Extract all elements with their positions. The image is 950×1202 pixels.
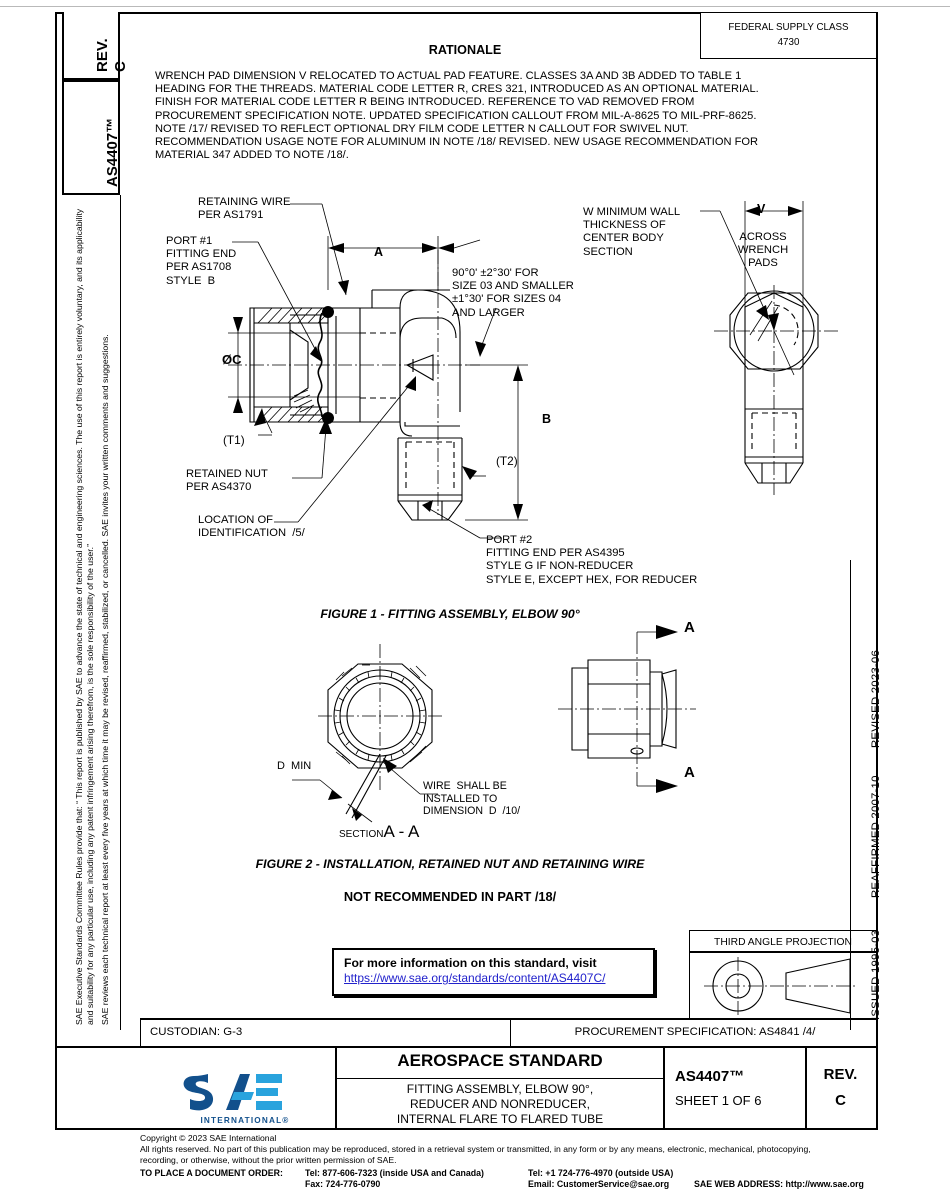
sae-logo: INTERNATIONAL® [180, 1070, 310, 1125]
title-block-sub-line [335, 1078, 663, 1079]
dimension-v-label: V [757, 202, 766, 216]
fsc-value: 4730 [777, 37, 800, 49]
figure1-wrench-pad-view [700, 201, 838, 495]
title-block-div2 [663, 1046, 665, 1128]
rationale-heading: RATIONALE [428, 43, 502, 57]
rev-box: REV. C [62, 12, 129, 80]
left-margin-divider [120, 195, 121, 1030]
rev-label: REV. [94, 38, 111, 72]
legal-paragraph-1: SAE Executive Standards Committee Rules … [74, 208, 95, 1025]
custodian-divider-line [510, 1018, 511, 1046]
reaffirmed-date: REAFFIRMED 2007-10 [870, 775, 882, 898]
title-block-div3 [805, 1046, 807, 1128]
figure1-elbow-drawing [228, 203, 528, 539]
issued-date: ISSUED 1995-03 [870, 929, 882, 1020]
procurement-spec-value: PROCUREMENT SPECIFICATION: AS4841 /4/ [574, 1026, 816, 1038]
third-angle-symbol [704, 957, 858, 1015]
footer-copyright: Copyright © 2023 SAE International [140, 1133, 277, 1143]
section-arrow-label-top: A [684, 619, 695, 636]
standard-title-line2: REDUCER AND NONREDUCER, [409, 1097, 591, 1111]
more-information-box: For more information on this standard, v… [332, 948, 655, 996]
custodian-value: CUSTODIAN: G-3 [150, 1026, 243, 1038]
projection-title-cell: THIRD ANGLE PROJECTION [689, 930, 876, 952]
callout-t2: (T2) [496, 454, 518, 468]
figure2-side-view-drawing [558, 625, 696, 793]
title-block-sheet: SHEET 1 OF 6 [675, 1093, 762, 1108]
rev-value: C [112, 61, 129, 72]
standard-url-link[interactable]: https://www.sae.org/standards/content/AS… [344, 971, 606, 986]
not-recommended-note: NOT RECOMMENDED IN PART /18/ [343, 889, 557, 904]
callout-d-min: D MIN [277, 760, 312, 772]
revised-date: REVISED 2023-06 [870, 650, 882, 748]
callout-retaining-wire: RETAINING WIRE PER AS1791 [198, 196, 291, 222]
callout-location-id: LOCATION OF IDENTIFICATION /5/ [198, 514, 305, 540]
right-margin-divider [850, 560, 851, 1030]
info-box-line1: For more information on this standard, v… [344, 956, 597, 970]
section-label-group: SECTIONA - A [339, 822, 420, 842]
figure2-caption: FIGURE 2 - INSTALLATION, RETAINED NUT AN… [255, 857, 645, 871]
footer-web-address: SAE WEB ADDRESS: http://www.sae.org [694, 1179, 864, 1189]
section-label: A - A [383, 822, 420, 841]
title-block-rev-value: C [835, 1092, 846, 1109]
figure2-section-aa-drawing [292, 644, 444, 823]
section-arrow-label-bottom: A [684, 764, 695, 781]
dimension-b-label: B [542, 412, 552, 426]
federal-supply-class-box: FEDERAL SUPPLY CLASS 4730 [700, 13, 876, 59]
fsc-title: FEDERAL SUPPLY CLASS [728, 22, 849, 33]
callout-wall-thickness: W MINIMUM WALL THICKNESS OF CENTER BODY … [583, 206, 681, 258]
callout-t1: (T1) [223, 433, 245, 447]
callout-port2: PORT #2 FITTING END PER AS4395 STYLE G I… [486, 534, 698, 586]
standard-title-line1: FITTING ASSEMBLY, ELBOW 90°, [406, 1082, 594, 1096]
rationale-body: WRENCH PAD DIMENSION V RELOCATED TO ACTU… [155, 70, 759, 162]
standard-title-line3: INTERNAL FLARE TO FLARED TUBE [396, 1112, 604, 1126]
sae-logo-subtitle: INTERNATIONAL® [200, 1116, 290, 1125]
doc-number-box: AS4407™ [62, 80, 121, 195]
frame-left [55, 12, 57, 1130]
title-block-doc-number: AS4407™ [675, 1068, 745, 1085]
title-block-top-line [55, 1046, 876, 1048]
callout-across-wrench-pads: ACROSS WRENCH PADS [737, 231, 789, 270]
projection-symbol-cell [689, 952, 876, 1020]
callout-angle-tolerance: 90°0' ±2°30' FOR SIZE 03 AND SMALLER ±1°… [452, 267, 574, 319]
doc-number: AS4407™ [104, 117, 121, 187]
footer-rights-line2: recording, or otherwise, without the pri… [140, 1155, 397, 1165]
footer-email: Email: CustomerService@sae.org [528, 1179, 670, 1189]
title-block-rev-label: REV. [823, 1066, 858, 1083]
custodian-row-top-line [140, 1018, 876, 1020]
third-angle-projection-box: THIRD ANGLE PROJECTION [689, 930, 876, 1020]
standard-type: AEROSPACE STANDARD [397, 1051, 603, 1070]
title-block-div1 [335, 1046, 337, 1128]
footer-fax: Fax: 724-776-0790 [305, 1179, 381, 1189]
custodian-left-line [140, 1018, 141, 1046]
dimension-a-label: A [374, 245, 384, 259]
footer-tel-outside: Tel: +1 724-776-4970 (outside USA) [528, 1168, 674, 1178]
frame-right [876, 12, 878, 1130]
title-block-bottom-line [55, 1128, 876, 1130]
legal-paragraph-2: SAE reviews each technical report at lea… [100, 334, 110, 1025]
section-label-prefix: SECTION [339, 829, 384, 840]
footer-order-label: TO PLACE A DOCUMENT ORDER: [140, 1168, 283, 1178]
page-cut-line [0, 6, 950, 7]
footer-rights-line1: All rights reserved. No part of this pub… [140, 1144, 811, 1154]
figure1-caption: FIGURE 1 - FITTING ASSEMBLY, ELBOW 90° [320, 607, 580, 621]
projection-title: THIRD ANGLE PROJECTION [714, 937, 852, 948]
frame-top [55, 12, 878, 14]
callout-port1: PORT #1 FITTING END PER AS1708 STYLE B [166, 235, 237, 287]
callout-wire-note: WIRE SHALL BE INSTALLED TO DIMENSION D /… [423, 780, 521, 818]
callout-retained-nut: RETAINED NUT PER AS4370 [186, 468, 268, 494]
footer-tel-inside: Tel: 877-606-7323 (inside USA and Canada… [305, 1168, 484, 1178]
callout-diameter-c: ØC [222, 352, 242, 367]
sae-logo-mark [183, 1074, 282, 1111]
